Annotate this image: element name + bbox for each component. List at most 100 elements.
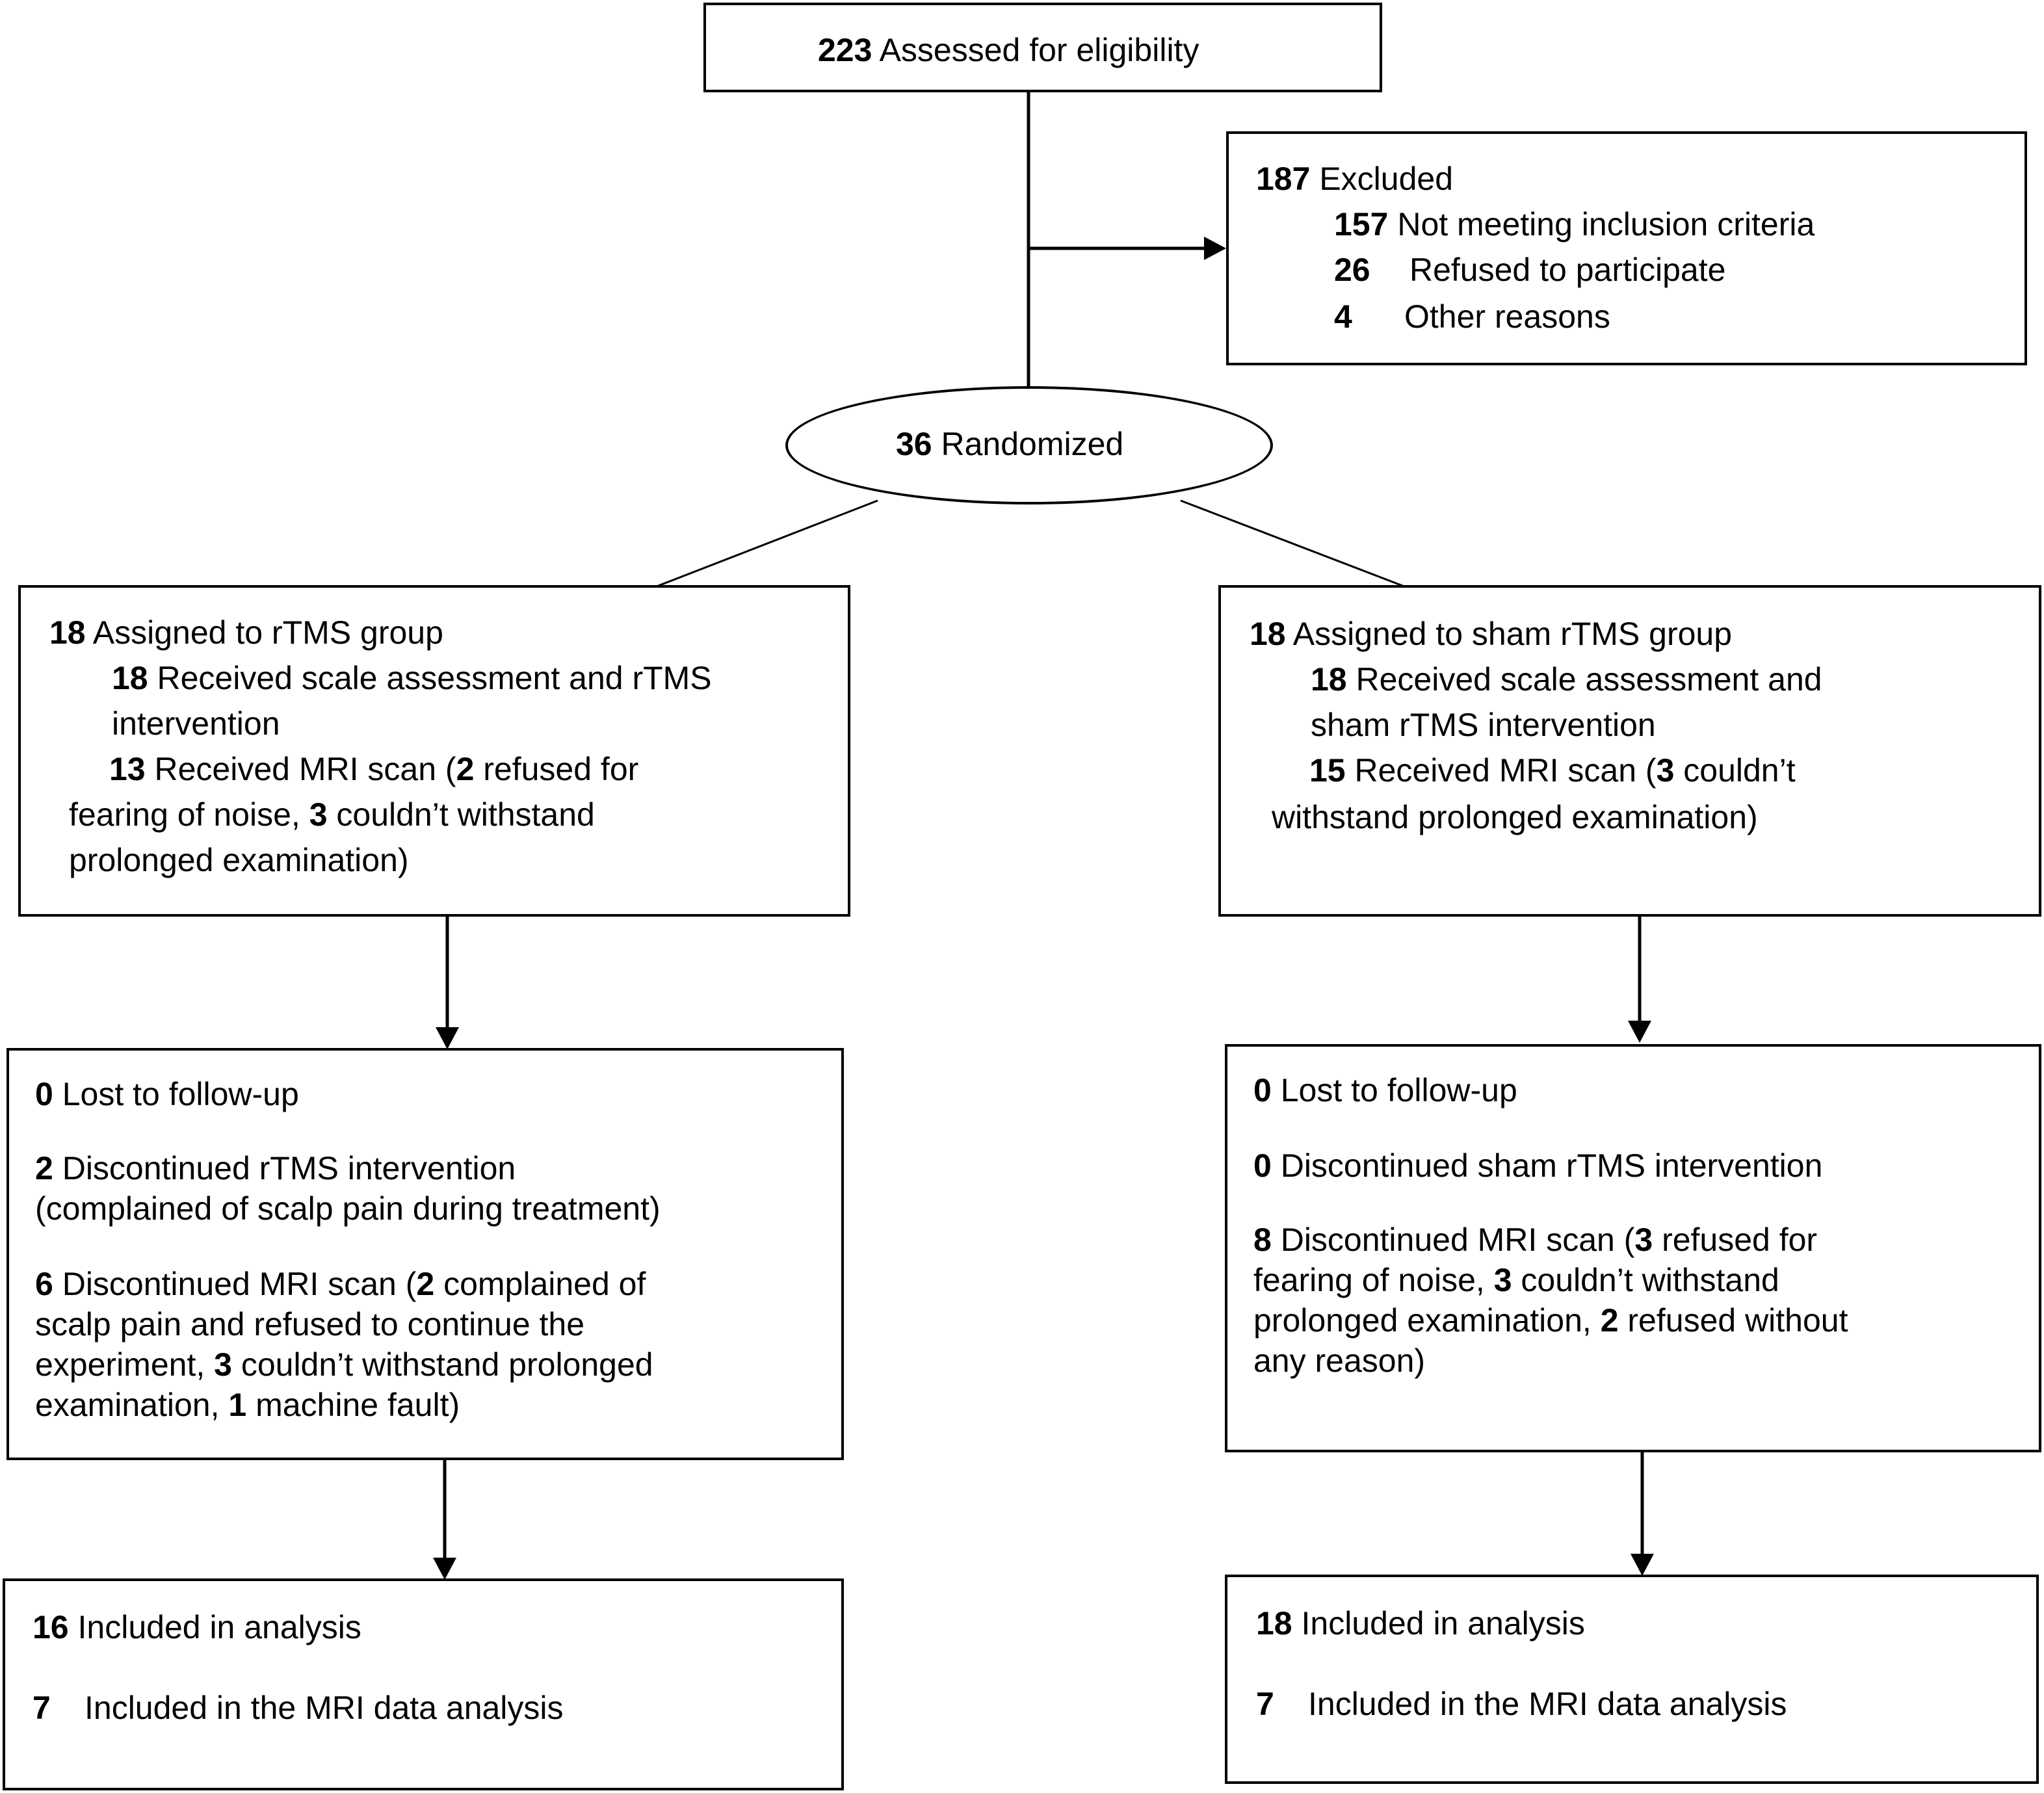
sham-lost-count: 0 [1253, 1072, 1272, 1108]
randomized-label: Randomized [932, 426, 1124, 462]
rtms-mri-disc-text-4: experiment, [35, 1346, 215, 1383]
sham-discontinued-label: Discontinued sham rTMS intervention [1271, 1147, 1823, 1184]
sham-mri-line1: 15 Received MRI scan (3 couldn’t [1309, 750, 1796, 791]
exclusion-arrowhead [1204, 237, 1226, 260]
sham-discontinued-count: 0 [1253, 1147, 1272, 1184]
rtms-mri-text-1: Received MRI scan ( [145, 751, 456, 787]
randomized-to-rtms-line [656, 499, 878, 588]
rtms-mri-analysis-label: Included in the MRI data analysis [85, 1690, 564, 1726]
sham-followup-arrowhead [1631, 1554, 1654, 1576]
eligibility-count: 223 [818, 32, 872, 68]
sham-discontinued-line: 0 Discontinued sham rTMS intervention [1253, 1145, 1822, 1186]
sham-lost-line: 0 Lost to follow-up [1253, 1070, 1517, 1110]
sham-mri-disc-line1: 8 Discontinued MRI scan (3 refused for [1253, 1220, 1817, 1260]
rtms-mri-line1: 13 Received MRI scan (2 refused for [109, 749, 638, 789]
sham-mri-analysis-count-line: 7 [1256, 1684, 1274, 1724]
excluded-box [1226, 131, 2027, 365]
sham-mri-disc-text-5: prolonged examination, [1253, 1302, 1601, 1339]
sham-assigned-count: 18 [1250, 616, 1286, 652]
sham-mri-disc-line3: prolonged examination, 2 refused without [1253, 1300, 1848, 1341]
rtms-mri-disc-count: 6 [35, 1266, 53, 1302]
sham-mri-disc-text-3: fearing of noise, [1253, 1262, 1494, 1298]
sham-assign-arrowhead [1628, 1021, 1651, 1043]
rtms-mri-n2: 2 [456, 751, 475, 787]
rtms-mri-text-5: prolonged examination) [69, 842, 409, 878]
rtms-lost-count: 0 [35, 1076, 53, 1112]
sham-received-scale-line1: 18 Received scale assessment and [1311, 659, 1822, 700]
excluded-reason-2: 26 [1334, 250, 1370, 290]
sham-mri-text-2: couldn’t [1674, 752, 1796, 789]
rtms-received-count: 18 [112, 660, 148, 696]
sham-assigned-label: Assigned to sham rTMS group [1285, 616, 1733, 652]
rtms-mri-disc-line1: 6 Discontinued MRI scan (2 complained of [35, 1264, 646, 1304]
rtms-assigned-label: Assigned to rTMS group [85, 614, 443, 651]
sham-mri-line2: withstand prolonged examination) [1272, 797, 1758, 837]
rtms-followup-box [7, 1048, 844, 1460]
sham-mri-disc-text-1: Discontinued MRI scan ( [1271, 1222, 1635, 1258]
rtms-mri-disc-text-3: scalp pain and refused to continue the [35, 1306, 585, 1342]
rtms-mri-disc-line3: experiment, 3 couldn’t withstand prolong… [35, 1344, 653, 1385]
rtms-mri-disc-text-7: machine fault) [246, 1387, 460, 1423]
rtms-received-scale-line2: intervention [112, 703, 280, 744]
rtms-included-count: 16 [33, 1609, 69, 1645]
rtms-mri-disc-n4: 1 [228, 1387, 247, 1423]
sham-mri-text-1: Received MRI scan ( [1345, 752, 1657, 789]
rtms-received-text: Received scale assessment and rTMS [148, 660, 712, 696]
sham-mri-disc-n4: 2 [1600, 1302, 1619, 1339]
rtms-followup-arrowhead [433, 1558, 456, 1580]
rtms-analysis-box [3, 1578, 844, 1790]
sham-included-line: 18 Included in analysis [1256, 1603, 1585, 1643]
rtms-mri-disc-line2: scalp pain and refused to continue the [35, 1304, 584, 1344]
sham-included-label: Included in analysis [1292, 1605, 1585, 1642]
reason-3-count: 4 [1334, 298, 1352, 335]
sham-received-text: Received scale assessment and [1346, 661, 1822, 698]
rtms-mri-analysis-line: Included in the MRI data analysis [85, 1688, 564, 1728]
rtms-mri-disc-text-6: examination, [35, 1387, 229, 1423]
rtms-discontinued-text-2: (complained of scalp pain during treatme… [35, 1190, 661, 1227]
eligibility-label: Assessed for eligibility [872, 32, 1199, 68]
rtms-mri-disc-n2: 2 [416, 1266, 435, 1302]
rtms-mri-line2: fearing of noise, 3 couldn’t withstand [69, 794, 595, 835]
reason-2-label-text: Refused to participate [1409, 252, 1726, 288]
sham-followup-box [1225, 1044, 2041, 1452]
rtms-mri-analysis-count: 7 [33, 1690, 51, 1726]
sham-mri-disc-line4: any reason) [1253, 1341, 1425, 1381]
rtms-lost-line: 0 Lost to follow-up [35, 1074, 299, 1114]
sham-mri-disc-count: 8 [1253, 1222, 1272, 1258]
rtms-mri-text-3: fearing of noise, [69, 796, 309, 833]
excluded-count: 187 [1256, 161, 1311, 197]
randomized-count: 36 [896, 426, 932, 462]
sham-received-text-2: sham rTMS intervention [1311, 707, 1656, 743]
rtms-mri-disc-text-2: complained of [434, 1266, 646, 1302]
rtms-discontinued-text: Discontinued rTMS intervention [53, 1150, 516, 1186]
rtms-mri-count: 13 [109, 751, 146, 787]
rtms-assign-arrowhead [436, 1027, 459, 1049]
excluded-reason-3-label: Other reasons [1404, 296, 1610, 337]
rtms-mri-analysis-count-line: 7 [33, 1688, 51, 1728]
rtms-received-text-2: intervention [112, 705, 280, 742]
rtms-assigned-heading: 18 Assigned to rTMS group [49, 612, 443, 653]
sham-mri-text-3: withstand prolonged examination) [1272, 799, 1758, 835]
rtms-received-scale-line1: 18 Received scale assessment and rTMS [112, 658, 712, 698]
rtms-included-label: Included in analysis [68, 1609, 361, 1645]
excluded-heading: 187 Excluded [1256, 159, 1453, 199]
rtms-assigned-box [18, 585, 850, 917]
rtms-mri-line3: prolonged examination) [69, 840, 409, 880]
rtms-mri-disc-text-5: couldn’t withstand prolonged [231, 1346, 653, 1383]
rtms-mri-disc-line4: examination, 1 machine fault) [35, 1385, 460, 1425]
sham-mri-analysis-count: 7 [1256, 1686, 1274, 1722]
rtms-mri-disc-n3: 3 [214, 1346, 232, 1383]
excluded-reason-2-label: Refused to participate [1409, 250, 1725, 290]
sham-mri-disc-text-4: couldn’t withstand [1512, 1262, 1779, 1298]
sham-lost-label: Lost to follow-up [1271, 1072, 1517, 1108]
sham-included-count: 18 [1256, 1605, 1292, 1642]
reason-2-count: 26 [1334, 252, 1370, 288]
sham-received-scale-line2: sham rTMS intervention [1311, 705, 1656, 745]
randomized-text: 36 Randomized [896, 424, 1123, 464]
rtms-assigned-count: 18 [49, 614, 86, 651]
sham-mri-disc-text-7: any reason) [1253, 1342, 1426, 1379]
sham-mri-disc-n3: 3 [1493, 1262, 1512, 1298]
rtms-discontinued-count: 2 [35, 1150, 53, 1186]
